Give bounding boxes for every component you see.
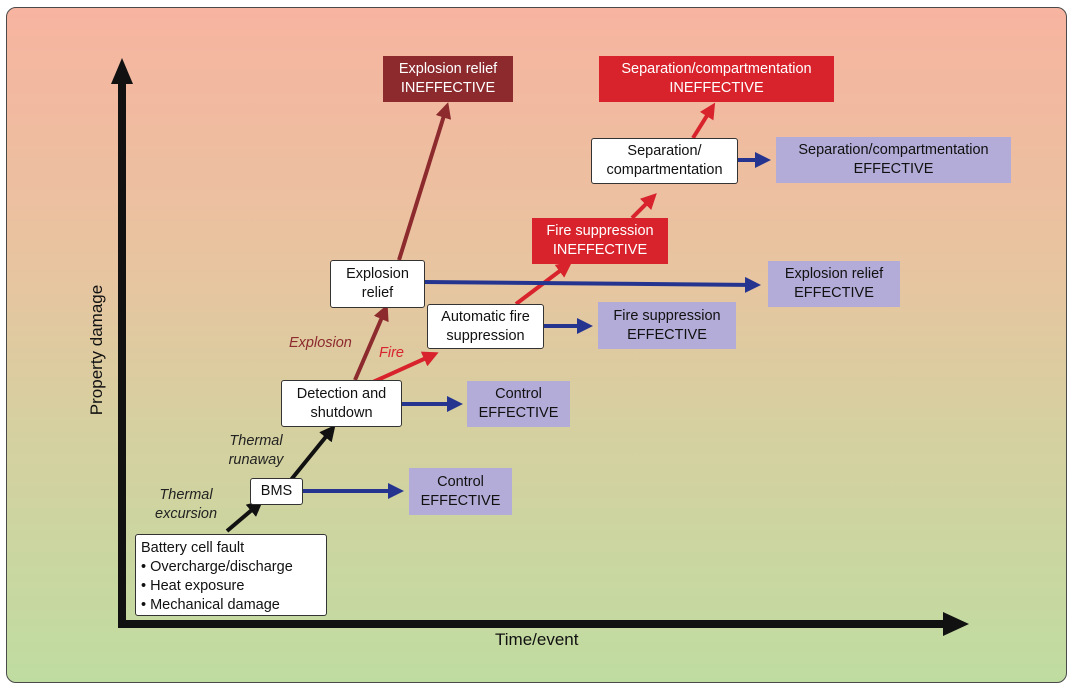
separation-compartmentation-box: Separation/ compartmentation [591,138,738,184]
fire-suppression-effective-box: Fire suppression EFFECTIVE [598,302,736,349]
x-axis-label: Time/event [495,630,579,649]
arrow-detection-to-fire-suppression [372,351,439,384]
detection-control-effective-box: Control EFFECTIVE [467,381,570,427]
stage-explosion: Explosion [289,335,352,351]
arrow-to-separation [630,193,657,220]
stage-fire: Fire [379,345,404,361]
automatic-fire-suppression-box: Automatic fire suppression [427,304,544,349]
arrow-separation-ineffective [691,102,716,140]
y-axis-label: Property damage [87,284,106,416]
arrow-explosion-relief-effective [424,276,761,293]
bms-box: BMS [250,478,303,505]
arrow-detection-to-explosion-relief [353,304,389,381]
fire-suppression-ineffective-box: Fire suppression INEFFECTIVE [532,218,668,264]
stage-thermal-runaway: Thermal runaway [228,433,284,468]
diagram-frame: Property damage Time/event Battery cell … [6,7,1067,683]
explosion-relief-box: Explosion relief [330,260,425,308]
x-axis-arrowhead [943,612,969,636]
fault-item: • Overcharge/discharge [141,559,293,575]
y-axis-arrowhead [111,58,133,84]
connector-layer [111,58,969,636]
arrow-fault-to-bms [225,500,264,533]
explosion-relief-ineffective-box: Explosion relief INEFFECTIVE [383,56,513,102]
arrow-bms-to-detection [288,424,336,483]
detection-shutdown-box: Detection and shutdown [281,380,402,427]
arrow-explosion-relief-ineffective [397,102,452,261]
fault-item: • Mechanical damage [141,597,280,613]
separation-ineffective-box: Separation/compartmentation INEFFECTIVE [599,56,834,102]
battery-cell-fault-box: Battery cell fault • Overcharge/discharg… [135,534,327,616]
fault-title: Battery cell fault [141,540,245,556]
stage-thermal-excursion: Thermal excursion [155,487,218,522]
fault-item: • Heat exposure [141,578,245,594]
separation-effective-box: Separation/compartmentation EFFECTIVE [776,137,1011,183]
bms-control-effective-box: Control EFFECTIVE [409,468,512,515]
explosion-relief-effective-box: Explosion relief EFFECTIVE [768,261,900,307]
